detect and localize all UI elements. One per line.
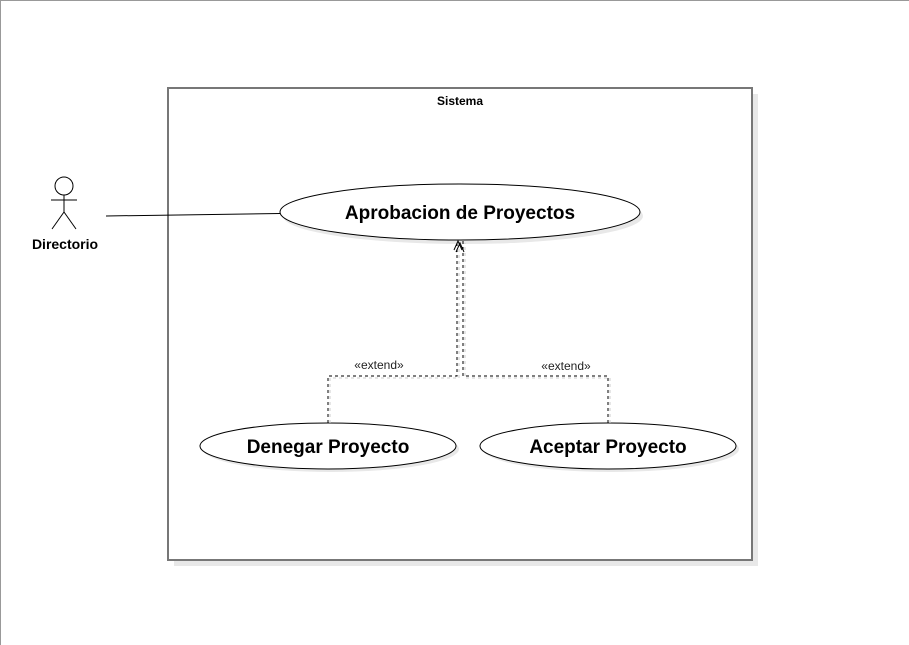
actor-figure[interactable] [51,176,77,230]
actor-leg-right [63,211,77,230]
extend-deny-connector[interactable] [327,241,460,423]
extend-accept-line [462,241,609,423]
extend-deny-stereotype: «extend» [354,358,404,372]
system-boundary[interactable] [167,87,753,561]
extend-deny-shadow [329,243,460,423]
usecase-accept-label: Aceptar Proyecto [529,437,686,458]
actor-head [54,176,74,196]
extend-accept-stereotype: «extend» [541,359,591,373]
association-line[interactable] [105,213,281,217]
system-label: Sistema [437,94,483,108]
extend-accept-connector[interactable] [462,241,611,423]
usecase-main[interactable] [279,183,641,241]
actor-leg-left [51,211,65,230]
usecase-main-label: Aprobacion de Proyectos [345,203,575,224]
usecase-deny-label: Denegar Proyecto [247,437,410,458]
actor-label: Directorio [32,236,98,252]
extend-arrowhead-icon-2 [455,241,465,253]
extend-arrowhead-icon [453,239,463,251]
